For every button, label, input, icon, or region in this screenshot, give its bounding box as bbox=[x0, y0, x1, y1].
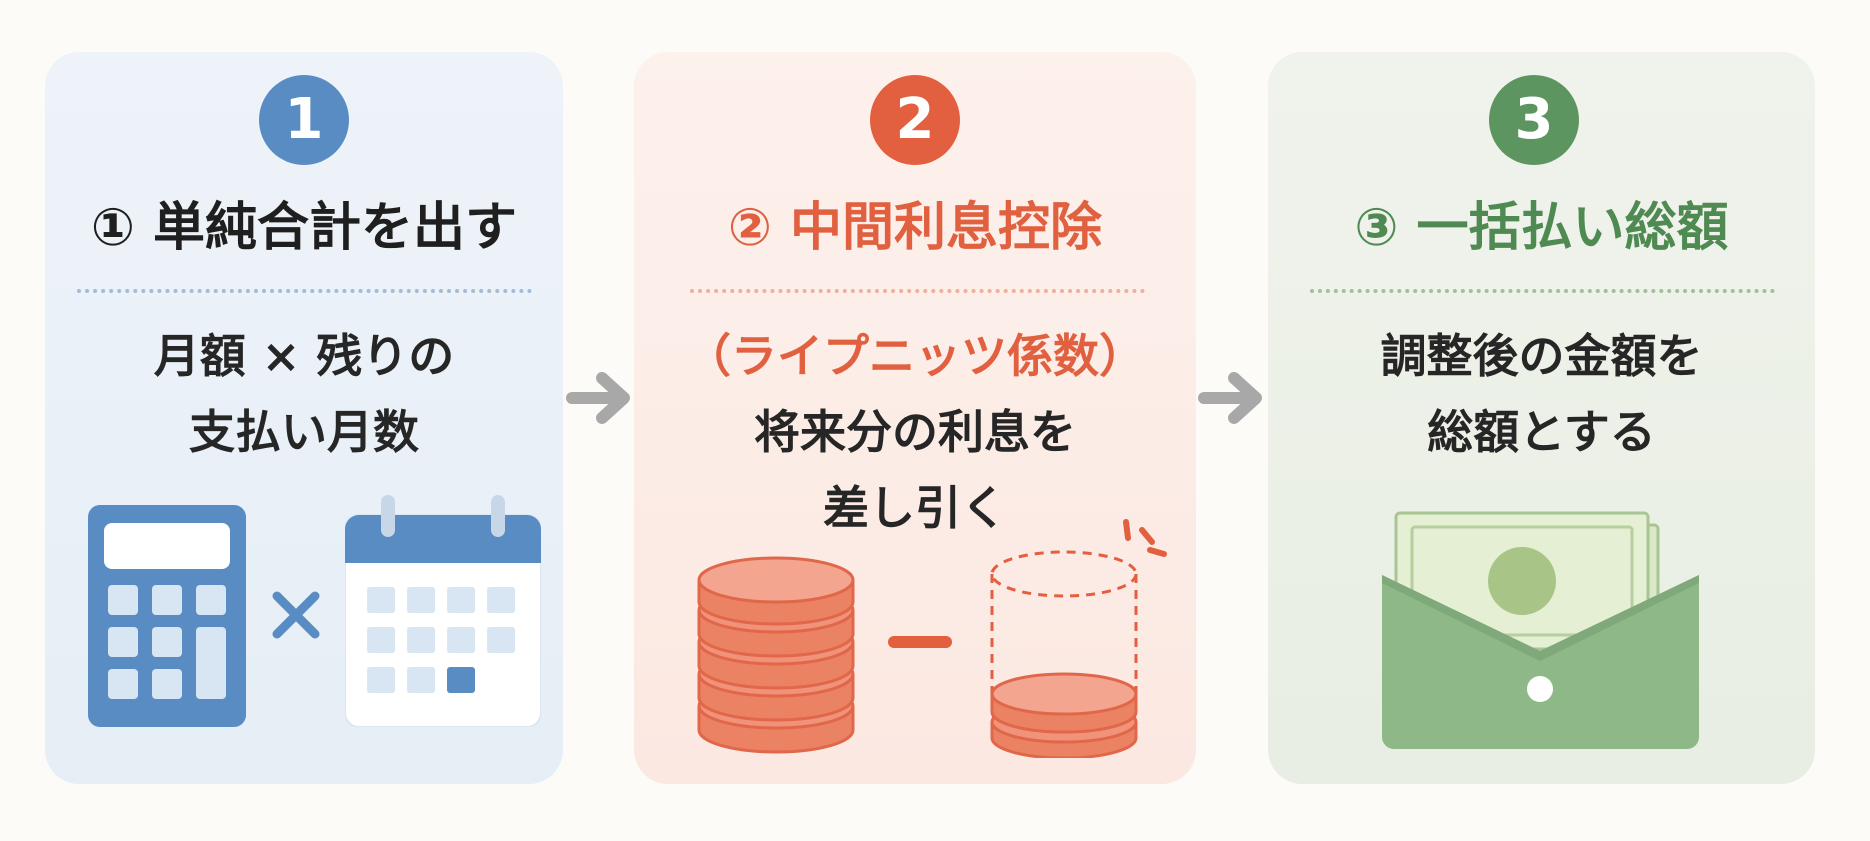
step-2-line-2: 将来分の利息を bbox=[754, 405, 1076, 459]
step-1-badge: 1 bbox=[259, 75, 349, 165]
step-2-title: ② 中間利息控除 bbox=[727, 198, 1103, 258]
coin-stack-icon bbox=[697, 556, 855, 754]
arrow-right-icon bbox=[566, 372, 630, 424]
step-2-description: 将来分の利息を 差し引く bbox=[634, 394, 1196, 546]
step-1-line-2: 支払い月数 bbox=[189, 405, 419, 459]
step-2-line-1: （ライプニッツ係数） bbox=[685, 329, 1145, 383]
step-2-line-3: 差し引く bbox=[823, 481, 1007, 535]
step-3-line-1: 調整後の金額を bbox=[1380, 329, 1703, 383]
step-3-divider bbox=[1310, 289, 1775, 293]
arrow-right-icon bbox=[1198, 372, 1262, 424]
reduced-coin-stack-icon bbox=[990, 519, 1167, 758]
calculator-icon bbox=[88, 505, 246, 727]
multiply-icon bbox=[272, 591, 320, 639]
step-3-line-2: 総額とする bbox=[1427, 405, 1656, 459]
step-1-line-1: 月額 × 残りの bbox=[153, 329, 455, 383]
step-3-title: ③ 一括払い総額 bbox=[1354, 198, 1729, 258]
step-2-badge: 2 bbox=[870, 75, 960, 165]
calendar-icon bbox=[345, 495, 541, 727]
money-envelope-icon bbox=[1382, 511, 1699, 749]
step-1-divider bbox=[77, 289, 532, 293]
minus-icon bbox=[888, 636, 952, 648]
step-2-divider bbox=[690, 289, 1145, 293]
step-3-description: 調整後の金額を 総額とする bbox=[1268, 318, 1815, 470]
step-1-title: ① 単純合計を出す bbox=[90, 198, 518, 258]
step-1-description: 月額 × 残りの 支払い月数 bbox=[45, 318, 563, 470]
step-3-badge: 3 bbox=[1489, 75, 1579, 165]
